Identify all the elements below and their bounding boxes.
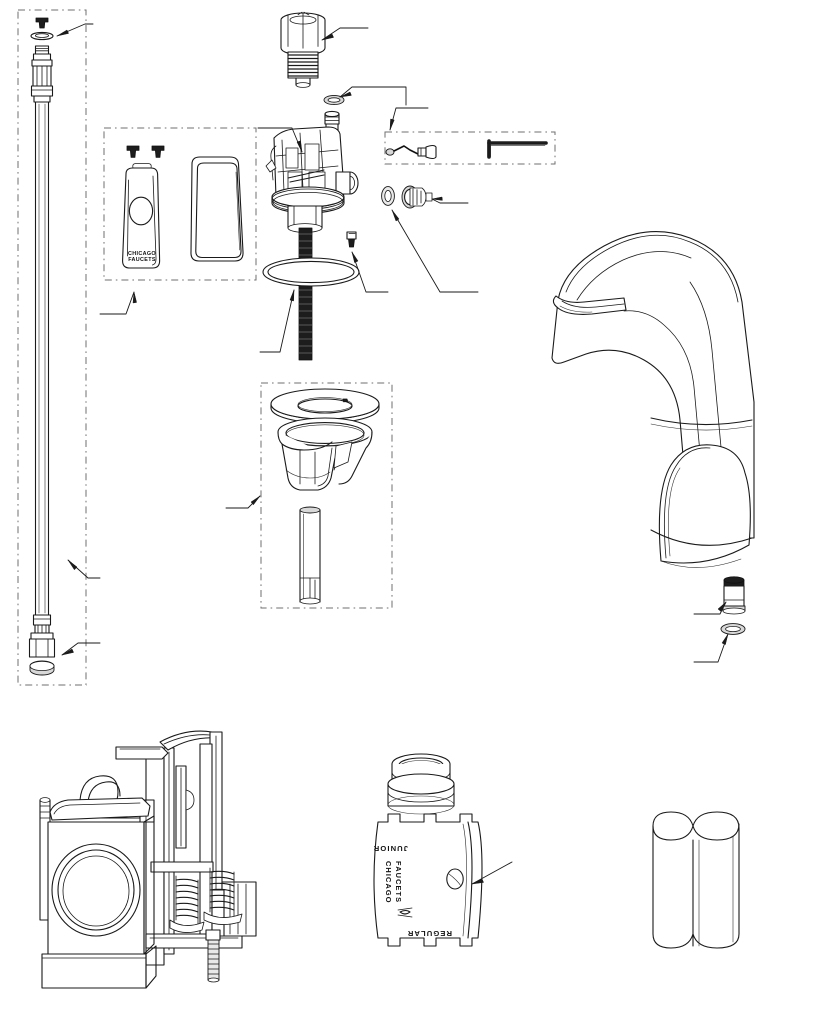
leader-valve-top-oring — [339, 86, 407, 106]
cartridge-cup-part — [277, 417, 373, 491]
leader-cartridge-kit — [225, 495, 261, 509]
dashed-box-cover-kit — [103, 127, 257, 281]
leader-tool-kit — [389, 107, 429, 131]
leader-large-oring — [259, 289, 295, 353]
sensor-module-part — [39, 797, 157, 989]
leader-set-screw — [351, 251, 389, 293]
cover-label-brand-faucets: FAUCETS — [128, 257, 156, 263]
allen-wrench-part — [487, 139, 548, 159]
escutcheon-part — [652, 811, 740, 949]
leader-aerator-wrench — [471, 861, 513, 885]
valve-top-oring-part — [323, 94, 345, 106]
dashed-box-tool-kit — [384, 131, 556, 165]
aerator-wrench-part — [373, 813, 483, 947]
valve-body-part — [265, 110, 359, 233]
cleaning-tool-part — [385, 144, 437, 160]
bracket-stud-part — [205, 929, 221, 983]
dashed-box-supply-hose — [17, 9, 87, 686]
leader-valve-body — [257, 127, 303, 153]
leader-aerator — [693, 601, 727, 615]
hose-bottom-nut-part — [28, 614, 56, 658]
spout-body-part — [551, 231, 755, 568]
leader-aerator-oring — [693, 633, 729, 663]
leader-hose-tube — [67, 559, 101, 579]
cover-screw-right-part — [151, 145, 165, 158]
cover-gasket-part — [190, 156, 244, 262]
valve-set-screw-part — [346, 231, 357, 248]
leader-hose-top-washer — [56, 23, 94, 37]
leader-valve-cap — [321, 27, 369, 41]
valve-small-oring-part — [381, 186, 395, 206]
hose-top-fitting-part — [30, 45, 54, 103]
hose-bottom-washer-part — [29, 660, 55, 676]
cover-label-brand-chicago: CHICAGO — [128, 251, 156, 257]
spring-left — [169, 875, 205, 933]
valve-cap-threads — [287, 54, 319, 77]
leader-small-oring — [391, 209, 479, 293]
hose-screw-part — [35, 17, 49, 29]
hose-top-washer-part — [30, 31, 54, 41]
valve-filter-plug-part — [401, 185, 433, 209]
shank-tube-part — [299, 506, 321, 605]
leader-cover-kit — [99, 291, 137, 315]
leader-filter-plug — [431, 196, 469, 204]
aerator-oring-part — [720, 623, 746, 635]
hose-tube-part — [34, 101, 50, 616]
dashed-box-cartridge-kit — [260, 382, 393, 609]
valve-cap-part — [280, 11, 326, 88]
cover-screw-left-part — [126, 145, 140, 158]
sensor-cover-part — [122, 163, 161, 269]
aerator-part — [722, 576, 746, 615]
aerator-outlet-part — [387, 753, 455, 815]
leader-hose-bottom-washer — [61, 642, 101, 656]
spring-right — [203, 867, 243, 925]
mount-washer-part — [270, 388, 380, 424]
